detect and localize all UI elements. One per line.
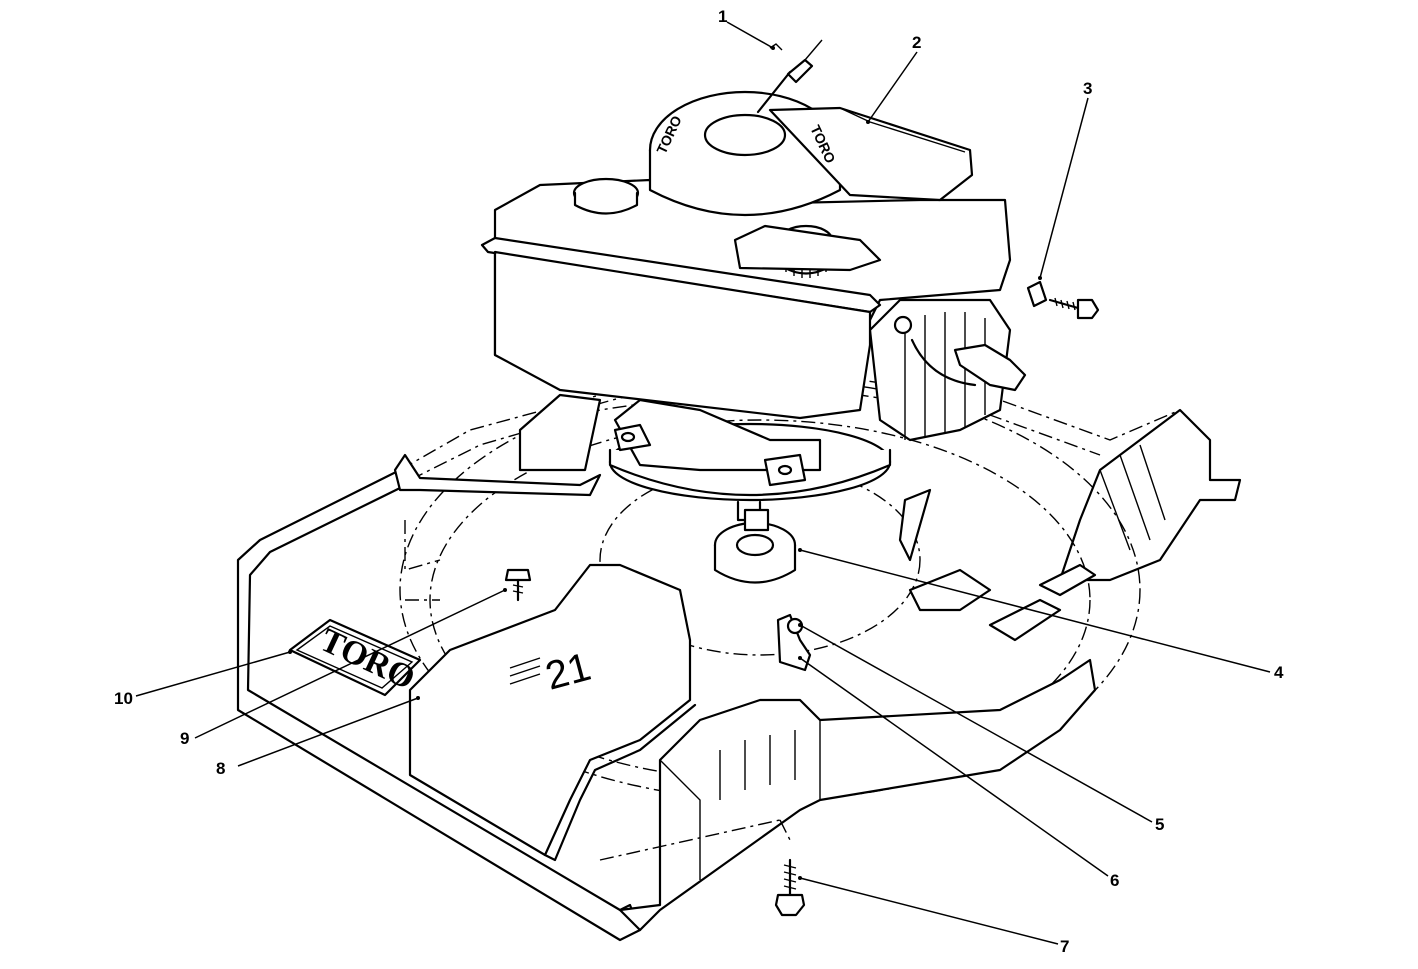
callout-2: 2 (912, 33, 921, 52)
ground-bracket-and-screw (1026, 280, 1100, 320)
callout-5: 5 (1155, 815, 1164, 834)
callout-6: 6 (1110, 871, 1119, 890)
deck-shield (408, 563, 697, 862)
callout-8: 8 (216, 759, 225, 778)
callout-3: 3 (1083, 79, 1092, 98)
toro-decal (288, 618, 422, 697)
leader-lines (135, 21, 1271, 945)
callout-10: 10 (114, 689, 133, 708)
throttle-cable (756, 39, 823, 114)
callout-4: 4 (1274, 663, 1284, 682)
deck-screw (504, 568, 532, 602)
engine (480, 90, 1027, 522)
callout-1: 1 (718, 7, 727, 26)
callout-9: 9 (180, 729, 189, 748)
blade-adapter (713, 508, 797, 584)
callout-7: 7 (1060, 937, 1069, 956)
mounting-screw (774, 858, 806, 917)
